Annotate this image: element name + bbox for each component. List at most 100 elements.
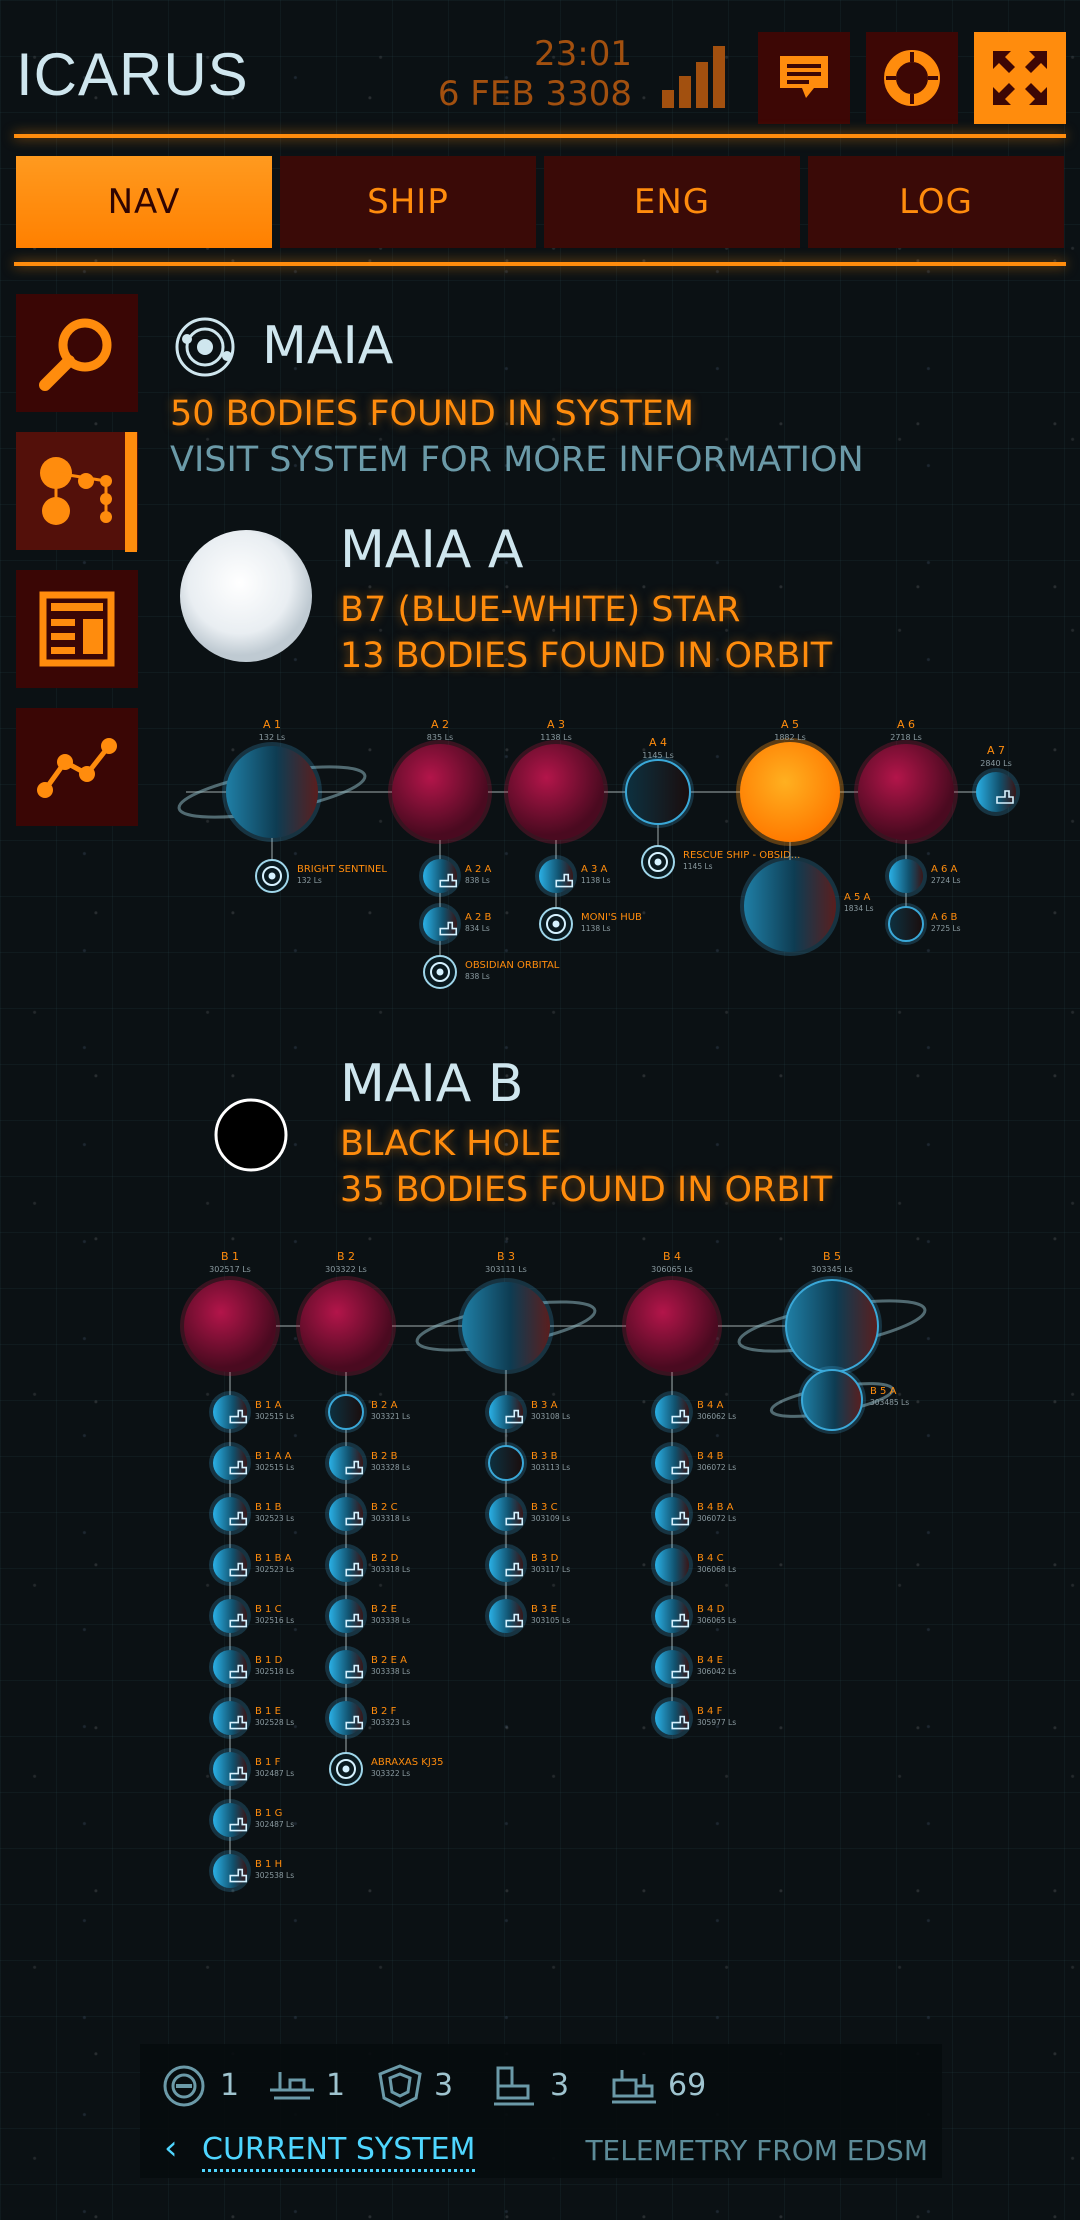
body-a-3[interactable]: [504, 740, 608, 844]
child-label: B 1 E: [255, 1706, 281, 1717]
child-label: B 1 D: [255, 1655, 283, 1666]
body-b-4[interactable]: [622, 1276, 722, 1376]
body-b-4-b[interactable]: [651, 1442, 693, 1484]
child-distance: 303318 Ls: [371, 1565, 410, 1574]
body-b-1-g[interactable]: [209, 1799, 251, 1841]
body-b-5-a[interactable]: [769, 1366, 895, 1434]
body-distance: 302517 Ls: [209, 1265, 251, 1274]
body-b-3-a[interactable]: [485, 1391, 527, 1433]
body-rescue-ship-obsid[interactable]: [641, 845, 675, 879]
child-distance: 306062 Ls: [697, 1412, 736, 1421]
body-b-4-e[interactable]: [651, 1646, 693, 1688]
tab-log[interactable]: LOG: [808, 156, 1064, 248]
body-b-2[interactable]: [296, 1276, 396, 1376]
body-a-6[interactable]: [854, 740, 958, 844]
current-system-link[interactable]: CURRENT SYSTEM: [202, 2132, 476, 2172]
body-b-4-b-a[interactable]: [651, 1493, 693, 1535]
child-distance: 1138 Ls: [581, 876, 611, 885]
body-a-5[interactable]: [736, 738, 844, 846]
body-a-2-a[interactable]: [419, 855, 461, 897]
body-b-2-e[interactable]: [325, 1595, 367, 1637]
body-b-1-b[interactable]: [209, 1493, 251, 1535]
child-label: OBSIDIAN ORBITAL: [465, 960, 560, 971]
body-b-1-c[interactable]: [209, 1595, 251, 1637]
body-b-4-d[interactable]: [651, 1595, 693, 1637]
body-b-3-d[interactable]: [485, 1544, 527, 1586]
body-b-1-d[interactable]: [209, 1646, 251, 1688]
body-b-3-e[interactable]: [485, 1595, 527, 1637]
body-b-2-d[interactable]: [325, 1544, 367, 1586]
body-distance: 1145 Ls: [642, 751, 674, 760]
child-label: B 4 B: [697, 1451, 724, 1462]
tabs-divider: [14, 262, 1066, 266]
body-obsidian-orbital[interactable]: [423, 955, 457, 989]
body-a-4[interactable]: [622, 756, 694, 828]
body-b-1-a-a[interactable]: [209, 1442, 251, 1484]
body-a-1[interactable]: [176, 742, 368, 842]
child-distance: 2724 Ls: [931, 876, 961, 885]
child-distance: 303108 Ls: [531, 1412, 570, 1421]
star-b-icon: [214, 1098, 288, 1172]
body-a-7[interactable]: [972, 768, 1020, 816]
body-b-3[interactable]: [414, 1278, 598, 1374]
child-label: B 2 E: [371, 1604, 397, 1615]
system-name: MAIA: [262, 316, 394, 376]
body-b-5[interactable]: [736, 1276, 928, 1376]
body-b-3-c[interactable]: [485, 1493, 527, 1535]
header-divider: [14, 134, 1066, 138]
surface-port-count: 1: [326, 2068, 346, 2103]
body-b-2-a[interactable]: [325, 1391, 367, 1433]
tab-ship[interactable]: SHIP: [280, 156, 536, 248]
body-bright-sentinel[interactable]: [255, 859, 289, 893]
body-b-1-e[interactable]: [209, 1697, 251, 1739]
sidebar-active-marker: [125, 432, 137, 552]
system-visit-hint: VISIT SYSTEM FOR MORE INFORMATION: [170, 440, 864, 480]
child-label: B 4 E: [697, 1655, 723, 1666]
body-a-2-b[interactable]: [419, 903, 461, 945]
settings-button[interactable]: [866, 32, 958, 124]
body-moni-s-hub[interactable]: [539, 907, 573, 941]
messages-button[interactable]: [758, 32, 850, 124]
tab-eng[interactable]: ENG: [544, 156, 800, 248]
body-b-2-b[interactable]: [325, 1442, 367, 1484]
child-distance: 306042 Ls: [697, 1667, 736, 1676]
body-label: B 2: [337, 1250, 355, 1263]
chevron-left-icon[interactable]: ‹: [164, 2128, 178, 2168]
body-b-1-h[interactable]: [209, 1850, 251, 1892]
body-b-1-f[interactable]: [209, 1748, 251, 1790]
body-label: B 3: [497, 1250, 515, 1263]
tab-nav[interactable]: NAV: [16, 156, 272, 248]
child-label: MONI'S HUB: [581, 912, 642, 923]
body-distance: 2840 Ls: [980, 759, 1012, 768]
body-a-5-a[interactable]: [740, 856, 840, 956]
body-a-2[interactable]: [388, 740, 492, 844]
sidebar-item-search[interactable]: [16, 294, 138, 412]
star-a-icon: [180, 530, 312, 662]
body-b-2-f[interactable]: [325, 1697, 367, 1739]
body-b-2-e-a[interactable]: [325, 1646, 367, 1688]
body-b-4-a[interactable]: [651, 1391, 693, 1433]
sidebar-item-route[interactable]: [16, 708, 138, 826]
child-label: ABRAXAS KJ35: [371, 1757, 444, 1768]
child-label: B 4 D: [697, 1604, 725, 1615]
body-b-3-b[interactable]: [485, 1442, 527, 1484]
child-distance: 302538 Ls: [255, 1871, 294, 1880]
fullscreen-button[interactable]: [974, 32, 1066, 124]
telemetry-source: TELEMETRY FROM EDSM: [585, 2134, 928, 2167]
child-distance: 302523 Ls: [255, 1565, 294, 1574]
body-a-6-b[interactable]: [885, 903, 927, 945]
body-b-4-f[interactable]: [651, 1697, 693, 1739]
body-b-4-c[interactable]: [651, 1544, 693, 1586]
body-b-2-c[interactable]: [325, 1493, 367, 1535]
sidebar-item-list[interactable]: [16, 570, 138, 688]
body-a-6-a[interactable]: [885, 855, 927, 897]
body-b-1-a[interactable]: [209, 1391, 251, 1433]
lifebuoy-icon: [884, 50, 940, 106]
body-distance: 303345 Ls: [811, 1265, 853, 1274]
body-a-3-a[interactable]: [535, 855, 577, 897]
sidebar-item-system-map[interactable]: [16, 432, 138, 550]
body-abraxas-kj35[interactable]: [329, 1752, 363, 1786]
body-b-1-b-a[interactable]: [209, 1544, 251, 1586]
body-b-1[interactable]: [180, 1276, 280, 1376]
